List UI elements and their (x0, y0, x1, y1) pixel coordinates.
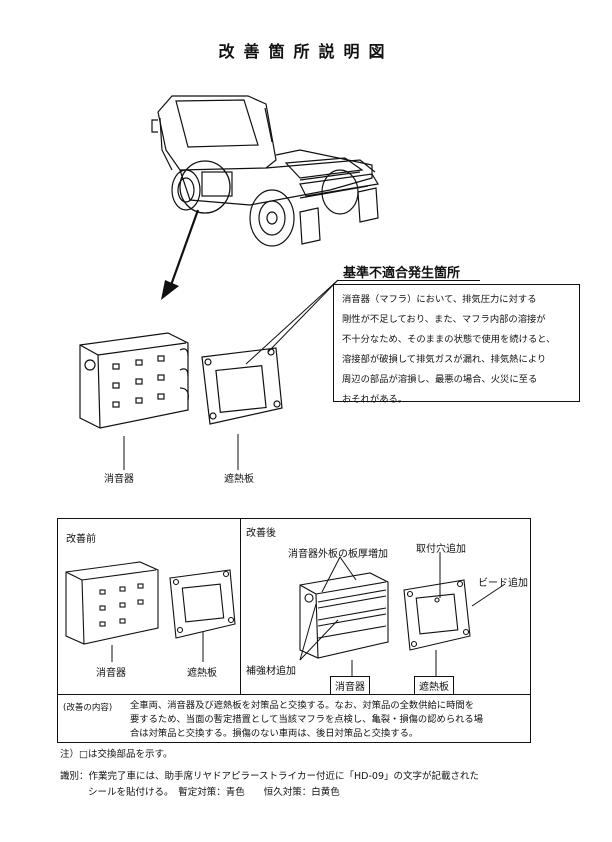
description-line: おそれがある。 (342, 394, 408, 405)
nonconformity-location-label: 基準不適合発生箇所 (343, 266, 461, 281)
defect-description-box: 消音器（マフラ）において、排気圧力に対する 剛性が不足しており、また、マフラ内部… (333, 284, 580, 405)
before-header: 改善前 (66, 534, 96, 545)
content-label: (改善の内容) (63, 703, 113, 713)
improvement-content: 全車両、消音器及び遮熱板を対策品と交換する。なお、対策品の全数供給に時間を 要す… (130, 699, 522, 742)
muffler-label: 消音器 (104, 474, 134, 485)
plate-thickness-label: 消音器外板の板厚増加 (288, 549, 388, 560)
header-underline (338, 280, 480, 281)
after-muffler-label: 消音器 (330, 676, 370, 695)
content-line: 全車両、消音器及び遮熱板を対策品と交換する。なお、対策品の全数供給に時間を (130, 700, 474, 711)
before-muffler-label: 消音器 (96, 668, 126, 679)
note: 注）□は交換部品を示す。 (60, 749, 173, 760)
after-heat-shield-label: 遮熱板 (414, 676, 454, 695)
identification-line-2: シールを貼付ける。 暫定対策：青色 恒久対策：白黄色 (88, 787, 340, 798)
description-line: 不十分なため、そのままの状態で使用を続けると、 (342, 334, 556, 345)
box-hline (57, 694, 531, 695)
before-heat-shield-label: 遮熱板 (187, 668, 217, 679)
description-line: 剛性が不足しており、また、マフラ内部の溶接が (342, 314, 546, 325)
bead-label: ビード追加 (478, 578, 528, 589)
heat-shield-label: 遮熱板 (224, 474, 254, 485)
page-title: 改善箇所説明図 (218, 42, 394, 61)
description-line: 溶接部が破損して排気ガスが漏れ、排気熱により (342, 354, 547, 365)
mount-hole-label: 取付穴追加 (416, 544, 466, 555)
identification-line-1: 識別：作業完了車には、助手席リヤドアピラーストライカー付近に「HD-09」の文字… (60, 771, 480, 782)
description-line: 周辺の部品が溶損し、最悪の場合、火災に至る (342, 374, 538, 385)
box-divider (240, 518, 241, 694)
content-line: 合は対策品と交換する。損傷のない車両は、後日対策品と交換する。 (130, 728, 419, 740)
improvement-box (57, 518, 531, 743)
description-line: 消音器（マフラ）において、排気圧力に対する (342, 294, 537, 305)
after-header: 改善後 (246, 528, 276, 539)
content-line: 要するため、当面の暫定措置として当該マフラを点検し、亀裂・損傷の認められる場 (130, 714, 484, 726)
reinforcement-label: 補強材追加 (246, 666, 296, 677)
